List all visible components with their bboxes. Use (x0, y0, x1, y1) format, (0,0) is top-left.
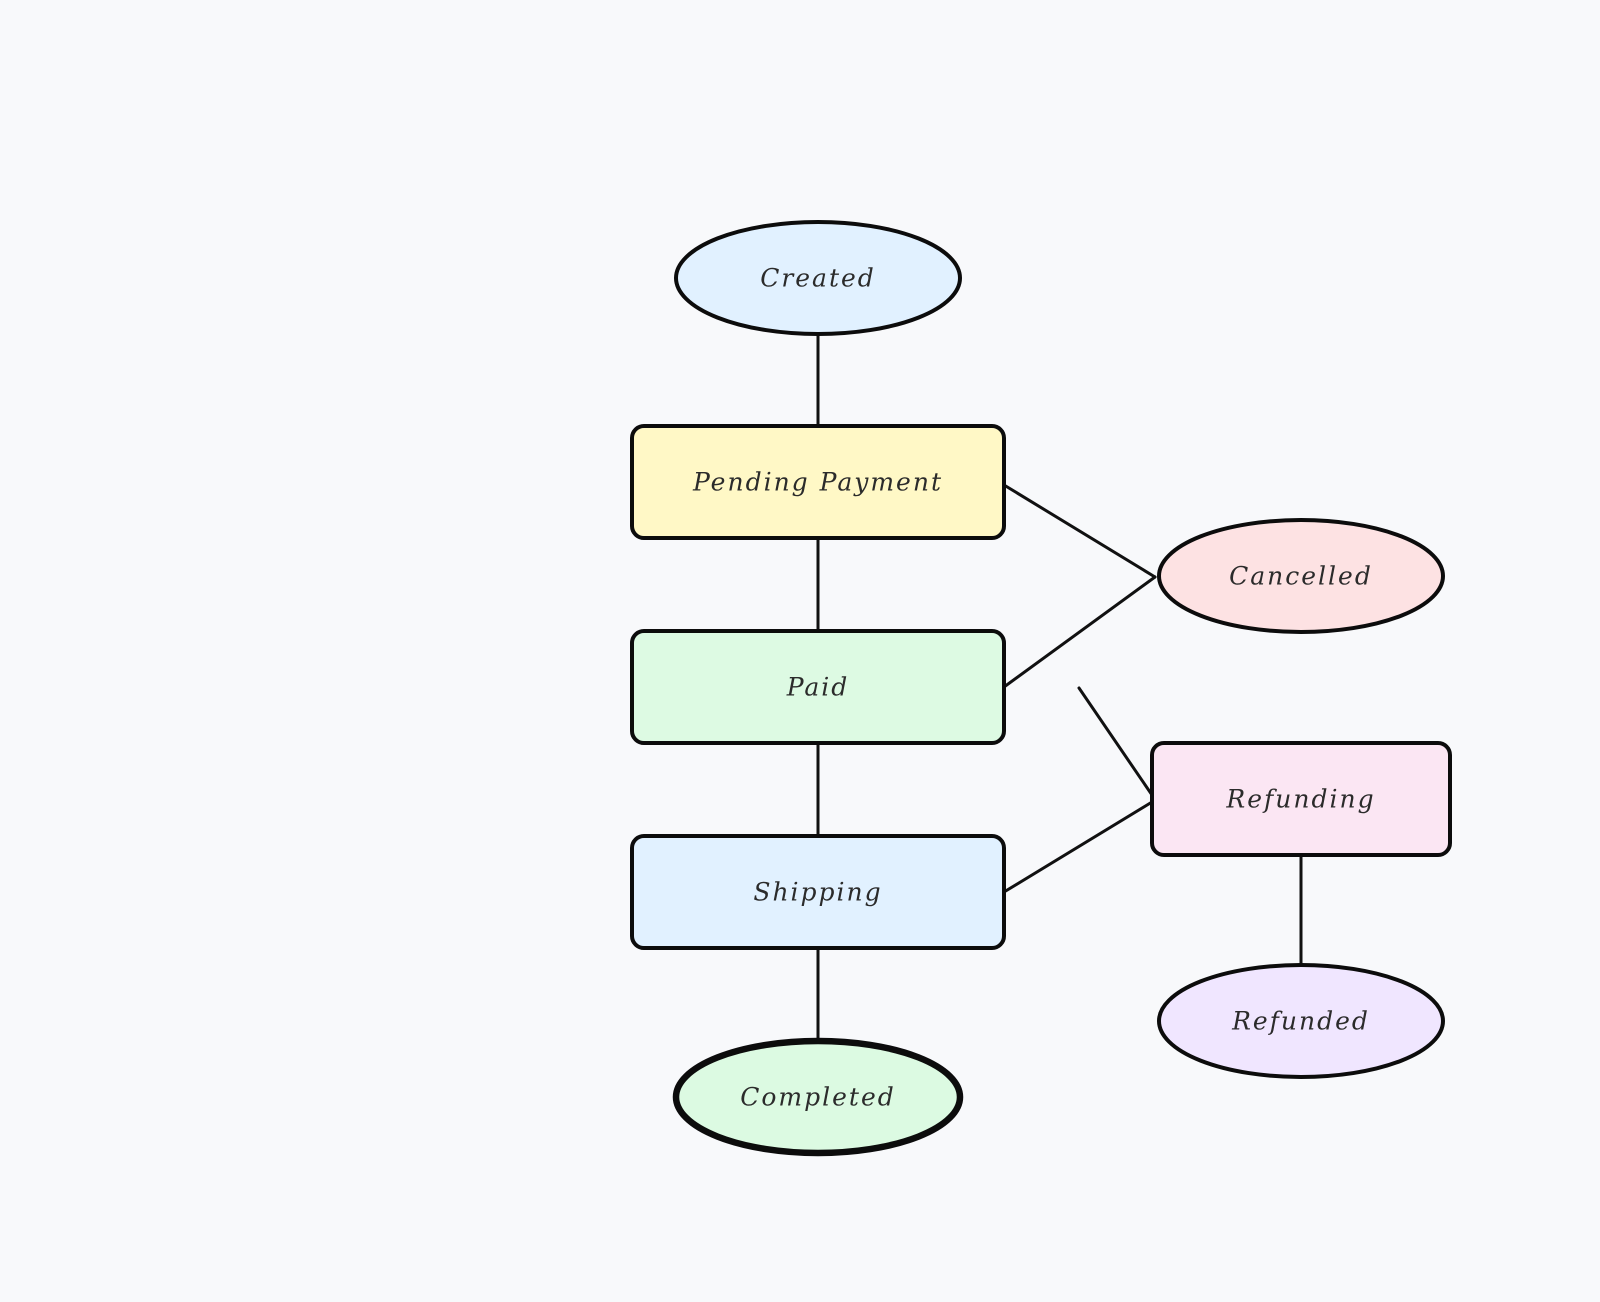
node-pending-payment-label: Pending Payment (692, 468, 943, 497)
edge-shipping-to-refunding (1002, 800, 1154, 894)
node-refunding-shape (1150, 741, 1452, 857)
node-shipping-label: Shipping (753, 878, 882, 907)
node-cancelled-label: Cancelled (1229, 562, 1373, 591)
node-shipping: Shipping (630, 834, 1006, 950)
node-refunding-label: Refunding (1225, 785, 1375, 814)
node-paid: Paid (630, 629, 1006, 745)
node-cancelled-shape (1157, 518, 1445, 634)
node-pending-payment-shape (630, 424, 1006, 540)
node-created-shape (674, 220, 962, 336)
node-cancelled: Cancelled (1157, 518, 1445, 634)
edge-pending-payment-to-cancelled (1002, 483, 1157, 579)
node-refunded-shape (1157, 963, 1445, 1079)
edges-layer (816, 332, 1303, 1043)
node-refunded: Refunded (1157, 963, 1445, 1079)
edge-paid-to-refunding (1077, 686, 1154, 797)
node-pending-payment: Pending Payment (630, 424, 1006, 540)
node-refunded-label: Refunded (1231, 1007, 1370, 1036)
node-created-label: Created (760, 264, 876, 293)
node-created: Created (674, 220, 962, 336)
edge-paid-to-cancelled (1002, 575, 1157, 689)
node-paid-label: Paid (786, 673, 850, 702)
node-refunding: Refunding (1150, 741, 1452, 857)
node-completed: Completed (672, 1037, 964, 1157)
node-completed-label: Completed (740, 1083, 896, 1112)
node-completed-shape (672, 1037, 964, 1157)
node-paid-shape (630, 629, 1006, 745)
node-shipping-shape (630, 834, 1006, 950)
